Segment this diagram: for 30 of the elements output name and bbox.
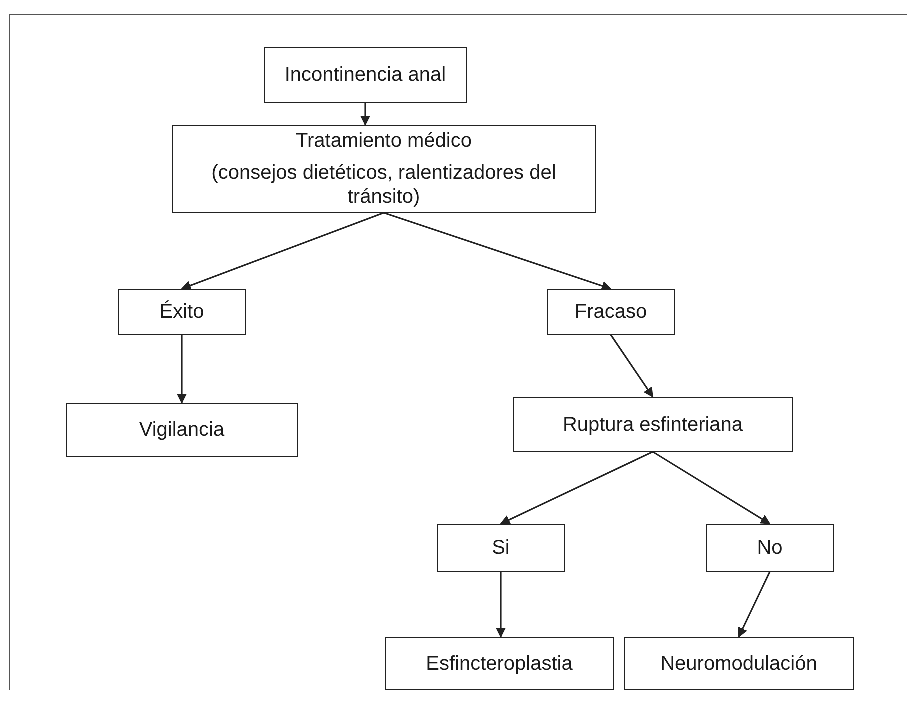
process-box	[118, 289, 246, 335]
process-box	[264, 47, 467, 103]
box-text: Si	[492, 536, 510, 560]
box-text: Esfincteroplastia	[426, 652, 573, 676]
arrow	[610, 334, 654, 398]
box-text: (consejos dietéticos, ralentizadores del tránsito)	[210, 161, 558, 209]
box-text: Fracaso	[574, 300, 648, 324]
box-text: Tratamiento médico	[296, 129, 472, 153]
box-text: Ruptura esfinteriana	[562, 412, 744, 436]
process-box	[66, 403, 298, 457]
box-text: Vigilancia	[139, 418, 225, 442]
arrow	[496, 572, 506, 638]
arrow	[384, 212, 612, 291]
arrow	[177, 335, 187, 404]
arrow	[500, 451, 654, 525]
box-text: Incontinencia anal	[284, 63, 446, 87]
process-box	[624, 637, 854, 690]
box-text: Neuromodulación	[660, 652, 818, 676]
arrow	[360, 103, 370, 126]
arrow	[652, 451, 771, 525]
arrow	[181, 212, 384, 290]
box-text: Éxito	[160, 300, 204, 324]
process-box	[547, 289, 675, 335]
arrow	[738, 572, 771, 638]
process-box	[385, 637, 614, 690]
process-box	[706, 524, 834, 572]
process-box	[513, 397, 793, 452]
process-box	[437, 524, 565, 572]
box-text: No	[757, 536, 783, 560]
process-box	[172, 125, 596, 213]
